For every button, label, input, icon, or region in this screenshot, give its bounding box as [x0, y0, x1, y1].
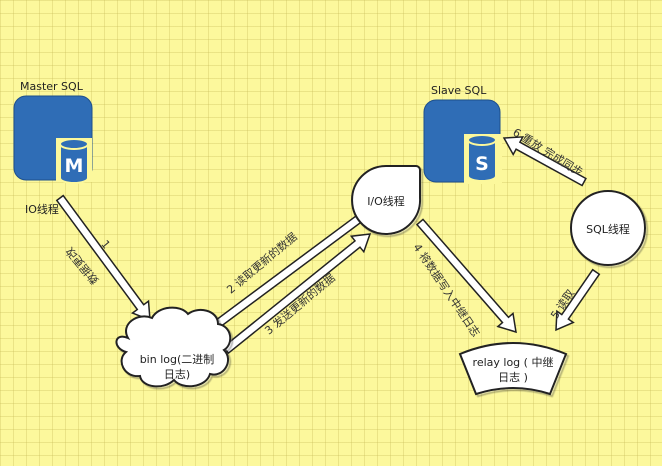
- sql-thread-label: SQL线程: [586, 223, 630, 236]
- binlog-label-line2: 日志): [163, 368, 191, 381]
- master-badge: M: [65, 155, 84, 177]
- slave-badge: S: [475, 153, 489, 175]
- arrow-step-4: [415, 218, 517, 334]
- slave-database-icon: S: [423, 99, 502, 184]
- master-io-thread-label: IO线程: [25, 203, 59, 216]
- relaylog-shape: [458, 342, 568, 396]
- arrow-step-1: [55, 194, 151, 322]
- arrow-step-3: [222, 233, 372, 355]
- relaylog-label-line1: relay log ( 中继: [472, 356, 554, 369]
- relaylog-label-line2: 日志 ): [498, 371, 528, 384]
- arrow-step-6: [502, 136, 587, 187]
- binlog-label-line1: bin log(二进制: [139, 353, 215, 366]
- arrow-step-5: [555, 268, 601, 332]
- io-thread-label: I/O线程: [367, 195, 405, 208]
- sql-thread-shape: [570, 190, 646, 266]
- binlog-cloud-shape: [115, 306, 232, 388]
- slave-label: Slave SQL: [431, 84, 487, 97]
- master-label: Master SQL: [20, 80, 83, 93]
- master-database-icon: M: [13, 95, 93, 184]
- io-thread-shape: [351, 165, 422, 235]
